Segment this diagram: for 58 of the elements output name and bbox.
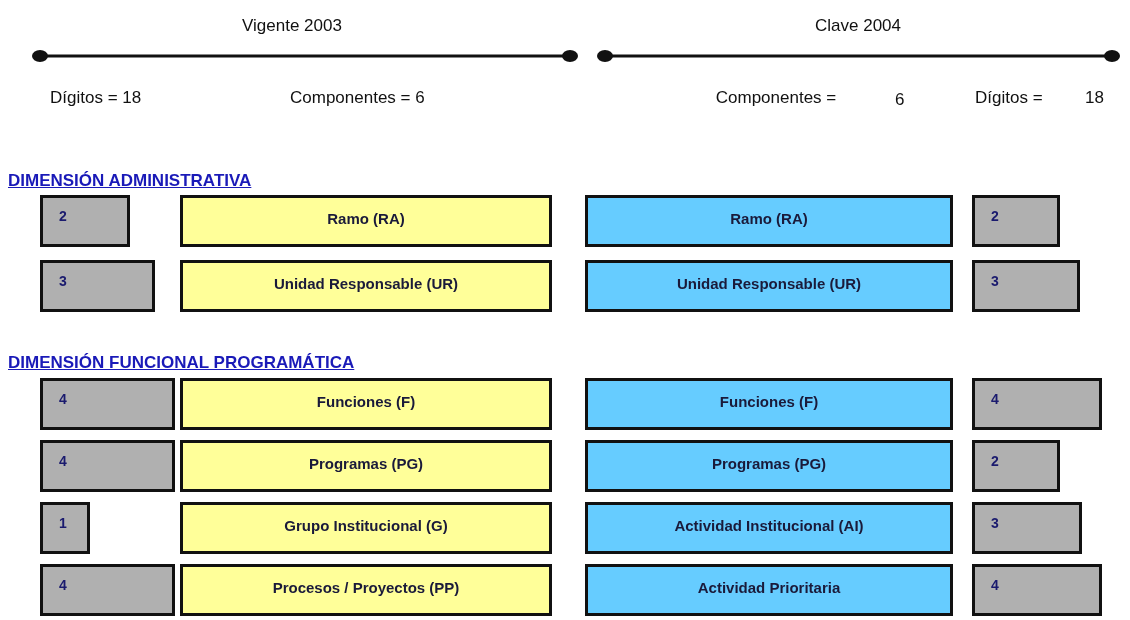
component-box	[180, 195, 552, 247]
component-name: Actividad Prioritaria	[696, 579, 842, 596]
digit-count: Dígitos =	[975, 88, 1043, 108]
digit-count-value: 3	[59, 273, 68, 289]
digit-count-value: 4	[59, 577, 68, 593]
component-count: Componentes = 6	[290, 88, 425, 108]
digit-box	[40, 440, 175, 492]
section-title: Clave 2004	[815, 16, 901, 36]
digit-count: Dígitos = 18	[50, 88, 142, 108]
digit-box	[40, 378, 175, 430]
digit-count-value: 4	[991, 391, 1000, 407]
digit-count-value: 2	[991, 453, 1000, 469]
digit-box	[972, 195, 1060, 247]
section-title: Vigente 2003	[242, 16, 342, 36]
digit-box	[972, 260, 1080, 312]
digit-count-value: 4	[59, 453, 68, 469]
digit-count-value: 1	[59, 515, 68, 531]
component-box	[585, 378, 953, 430]
digit-count-value: 3	[991, 515, 1000, 531]
component-name: Funciones (F)	[315, 393, 417, 410]
component-name: Ramo (RA)	[729, 210, 809, 227]
digit-count-value: 3	[991, 273, 1000, 289]
digit-count-value: 18	[1085, 88, 1104, 108]
digit-count-value: 4	[59, 391, 68, 407]
component-name: Ramo (RA)	[326, 210, 406, 227]
component-box	[180, 564, 552, 616]
digit-box	[972, 564, 1102, 616]
component-box	[585, 564, 953, 616]
component-count-value: 6	[895, 90, 905, 110]
component-name: Grupo Institucional (G)	[283, 517, 449, 534]
component-box	[180, 260, 552, 312]
component-box	[180, 502, 552, 554]
component-box	[585, 260, 953, 312]
component-name: Funciones (F)	[718, 393, 820, 410]
digit-box	[40, 502, 90, 554]
section-heading: DIMENSIÓN FUNCIONAL PROGRAMÁTICA	[8, 353, 355, 373]
component-box	[180, 440, 552, 492]
component-name: Procesos / Proyectos (PP)	[271, 579, 461, 596]
component-box	[585, 502, 953, 554]
digit-count-value: 4	[991, 577, 1000, 593]
digit-count-value: 2	[991, 208, 1000, 224]
digit-box	[972, 378, 1102, 430]
digit-box	[40, 260, 155, 312]
component-box	[585, 195, 953, 247]
component-name: Programas (PG)	[307, 455, 425, 472]
digit-count-value: 2	[59, 208, 68, 224]
component-count: Componentes =	[714, 88, 838, 108]
component-box	[180, 378, 552, 430]
component-name: Programas (PG)	[710, 455, 828, 472]
digit-box	[40, 195, 130, 247]
component-name: Unidad Responsable (UR)	[675, 275, 863, 292]
component-box	[585, 440, 953, 492]
component-name: Unidad Responsable (UR)	[272, 275, 460, 292]
component-name: Actividad Institucional (AI)	[673, 517, 865, 534]
digit-box	[40, 564, 175, 616]
section-heading: DIMENSIÓN ADMINISTRATIVA	[8, 171, 252, 191]
digit-box	[972, 440, 1060, 492]
digit-box	[972, 502, 1082, 554]
